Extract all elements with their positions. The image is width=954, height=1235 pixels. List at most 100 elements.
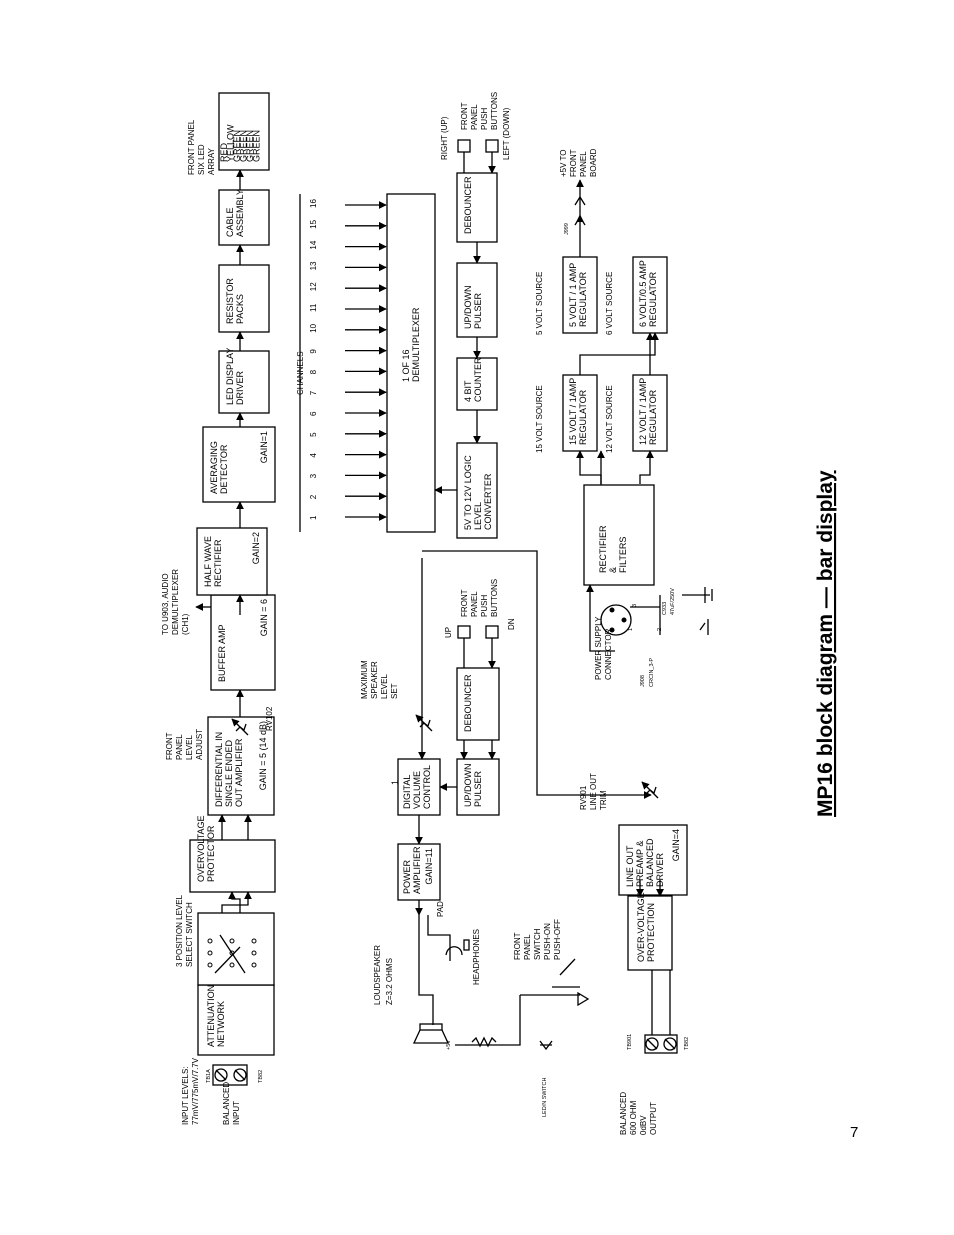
cable-assembly-outline	[218, 189, 270, 246]
channel-number-4: 4	[309, 453, 318, 458]
plus5v-label-line-1: +5V	[446, 1040, 452, 1050]
tb82-in-label: TB82	[258, 1070, 264, 1083]
wire-15-5	[579, 332, 659, 375]
half-wave-rectifier-label-line-2: RECTIFIER	[213, 539, 223, 587]
line-out-preamp-label-line-1: LINE OUT	[625, 845, 635, 887]
crcin-label-line-1: CRCIN_3-P	[649, 658, 655, 687]
rectifier-filters-label-line-3: FILTERS	[618, 537, 628, 573]
front-buttons-top	[457, 139, 498, 173]
front-panel-buttons-top-line-2: PANEL	[470, 104, 479, 130]
regulator-5v-label-line-2: REGULATOR	[578, 271, 588, 327]
ground-symbol	[577, 991, 590, 1007]
up-label: UP	[444, 627, 453, 638]
page-number: 7	[850, 1124, 859, 1141]
pad-label: PAD	[436, 901, 445, 917]
switch-contacts	[207, 934, 257, 974]
right-up-label-line-1: RIGHT (UP)	[440, 116, 449, 160]
src15-label-line-1: 15 VOLT SOURCE	[535, 385, 544, 453]
bit-counter-label-line-2: COUNTER	[473, 357, 483, 402]
input-levels-label-line-1: INPUT LEVELS:	[181, 1066, 190, 1125]
differential-amplifier-gain: GAIN = 5 (14 dB)	[258, 721, 268, 790]
front-panel-buttons-top-line-1: FRONT	[460, 102, 469, 130]
led-switch-label: LED/N SWITCH	[542, 1078, 548, 1117]
channel-number-3: 3	[309, 473, 318, 478]
plus5v-front-label-line-3: PANEL	[579, 151, 588, 177]
front-panel-switch-label-line-1: FRONT	[513, 932, 522, 960]
loudspeaker-label-line-1: LOUDSPEAKER	[373, 945, 382, 1005]
updown-pulser-top-label-line-1: UP/DOWN	[463, 286, 473, 330]
regulator-6v-label-line-2: REGULATOR	[648, 271, 658, 327]
demultiplexer-outline	[386, 193, 436, 533]
wire-switch-ov-2	[228, 891, 241, 913]
six-led-array-label-line-4: GREEN	[239, 130, 249, 162]
src12-label: 12 VOLT SOURCE	[605, 385, 614, 453]
line-out-preamp-outline	[618, 824, 688, 896]
front-panel-buttons-top-line-4: BUTTONS	[490, 92, 499, 130]
wire-rect-15	[576, 450, 602, 484]
front-panel-buttons-mid-line-3: PUSH	[480, 595, 489, 617]
led-display-driver-label-line-2: DRIVER	[235, 370, 245, 405]
power-amplifier-label-line-1: POWER	[402, 859, 412, 894]
front-panel-switch-label-line-3: SWITCH	[533, 928, 542, 960]
pin2-label-line-1: 2	[657, 628, 663, 631]
rv901-label-line-3: TRIM	[599, 790, 608, 810]
digital-volume-control-label-line-3: CONTROL	[422, 765, 432, 809]
cable-assembly-label-line-2: ASSEMBLY	[235, 189, 245, 237]
resistor-zigzag	[471, 958, 590, 1051]
over-voltage-protection-outline	[627, 895, 673, 971]
rv102-pot	[231, 718, 249, 736]
resistor-packs-outline	[218, 264, 270, 333]
tb901-label-line-1: TB901	[627, 1034, 633, 1050]
regulator-15v-label-line-1: 15 VOLT / 1AMP	[568, 378, 578, 445]
balanced-input-label-line-2: INPUT	[232, 1101, 241, 1125]
max-speaker-label-line-2: SPEAKER	[370, 661, 379, 699]
channel-number-5: 5	[309, 432, 318, 437]
power-supply-connector	[586, 584, 713, 652]
six-led-array-label-line-1: RED	[219, 142, 229, 162]
wire-led-switch	[455, 995, 521, 1046]
channel-number-10: 10	[309, 323, 318, 332]
regulator-5v-label-line-1: 5 VOLT / 1 AMP	[568, 263, 578, 327]
balanced-output-label-line-1: BALANCED	[619, 1092, 628, 1135]
line-out-preamp-label-line-3: BALANCED	[645, 838, 655, 887]
channel-number-11: 11	[309, 303, 318, 312]
channel-number-1: 1	[309, 515, 318, 520]
differential-amplifier-label-line-2: SINGLE ENDED	[224, 739, 234, 807]
led-display-driver-outline	[218, 350, 270, 414]
averaging-detector-label-line-1: AVERAGING	[209, 441, 219, 494]
max-speaker-label-line-1: MAXIMUM	[360, 660, 369, 699]
c933-label-line-1: C933	[662, 602, 668, 615]
pad-label-line-1: PAD	[436, 901, 445, 917]
debouncer-top: DEBOUNCER	[456, 172, 498, 243]
six-led-array-outline	[218, 92, 270, 171]
input-terminal-block	[212, 1064, 248, 1086]
balanced-input-label-line-1: BALANCED	[222, 1082, 231, 1125]
position-switch-label-line-2: SELECT SWITCH	[185, 902, 194, 967]
demultiplexer-label-line-1: 1 OF 16	[401, 349, 411, 382]
src12-label-line-1: 12 VOLT SOURCE	[605, 385, 614, 453]
half-wave-rectifier-gain: GAIN=2	[251, 532, 261, 564]
pin3-label-line-1: 3	[632, 604, 638, 607]
tb82-out-label-line-1: TB82	[684, 1037, 690, 1050]
pin1-label-line-1: 1	[628, 628, 634, 631]
channel-number-15: 15	[309, 219, 318, 228]
six-led-array-label-line-5: GREEN	[245, 130, 255, 162]
src6-label-line-1: 6 VOLT SOURCE	[605, 272, 614, 335]
digital-volume-control-label-line-1: DIGITAL	[402, 775, 412, 809]
front-panel-buttons-mid-line-2: PANEL	[470, 591, 479, 617]
six-led-array-label-line-3: GREEN	[232, 130, 242, 162]
